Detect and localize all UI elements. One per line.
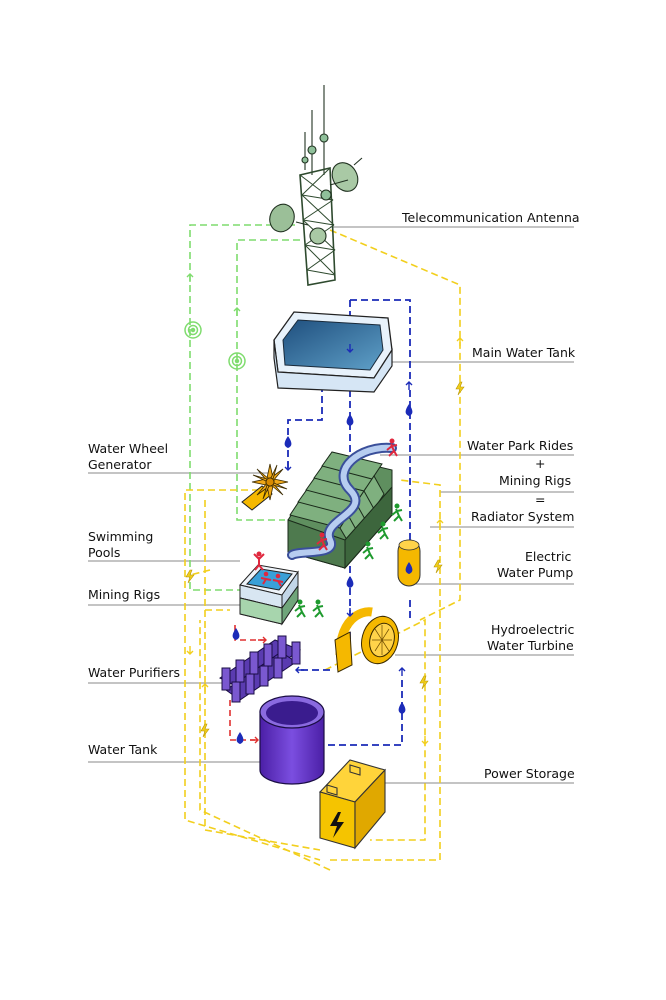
label-water-wheel-1: Water Wheel [88, 441, 169, 456]
label-water-purifiers: Water Purifiers [88, 665, 180, 680]
signal-icons [184, 321, 246, 370]
label-equals: = [535, 492, 546, 507]
label-radiator-system: Radiator System [471, 509, 575, 524]
telecom-links [189, 224, 300, 591]
label-electric-2: Water Pump [497, 565, 574, 580]
power-storage [318, 759, 387, 850]
leader-lines [88, 226, 574, 784]
label-water-park-rides: Water Park Rides [467, 438, 574, 453]
label-swimming-2: Pools [88, 545, 121, 560]
lightning-icons [185, 381, 465, 738]
label-water-wheel-2: Generator [88, 457, 152, 472]
label-hydro-1: Hydroelectric [491, 622, 575, 637]
water-drop-icons [232, 404, 413, 744]
mining-rig-block [239, 584, 299, 626]
label-main-water-tank: Main Water Tank [472, 345, 576, 360]
label-power-storage: Power Storage [484, 766, 575, 781]
water-purifiers [219, 635, 302, 703]
arrow-icons [186, 273, 464, 745]
water-slide [287, 442, 397, 560]
label-plus: + [535, 456, 546, 471]
water-wheel-generator [241, 463, 289, 511]
hydroelectric-turbine [334, 607, 399, 673]
label-electric-1: Electric [525, 549, 572, 564]
lower-water-tank [259, 695, 325, 785]
label-hydro-2: Water Turbine [487, 638, 574, 653]
person-icons-red [253, 438, 398, 587]
main-water-tank [273, 311, 393, 393]
label-swimming-1: Swimming [88, 529, 154, 544]
label-mining-rigs-right: Mining Rigs [499, 473, 572, 488]
label-water-tank: Water Tank [88, 742, 158, 757]
telecom-antenna [269, 85, 363, 286]
label-mining-rigs-left: Mining Rigs [88, 587, 161, 602]
label-telecom-antenna: Telecommunication Antenna [402, 210, 580, 225]
person-icons-green [294, 503, 403, 618]
